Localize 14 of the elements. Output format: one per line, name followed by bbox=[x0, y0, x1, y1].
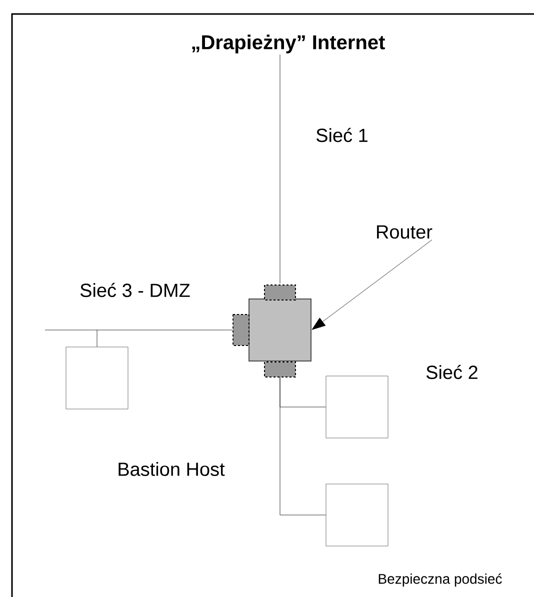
network-line bbox=[280, 376, 326, 516]
network-label: Sieć 1 bbox=[316, 128, 368, 142]
network-label: Bezpieczna podsieć bbox=[378, 573, 502, 587]
router-box bbox=[248, 298, 312, 362]
host-caption: Bastion Host bbox=[118, 462, 225, 476]
host-box bbox=[326, 376, 388, 438]
network-line bbox=[96, 330, 233, 347]
router-label: Router bbox=[377, 225, 432, 239]
leader-arrow bbox=[312, 240, 432, 330]
network-label: Sieć 3 - DMZ bbox=[80, 282, 190, 298]
host-box bbox=[66, 346, 128, 410]
title-text: „Drapieżny” Internet bbox=[192, 34, 385, 54]
network-label: Sieć 2 bbox=[426, 364, 478, 380]
host-box bbox=[326, 484, 388, 546]
